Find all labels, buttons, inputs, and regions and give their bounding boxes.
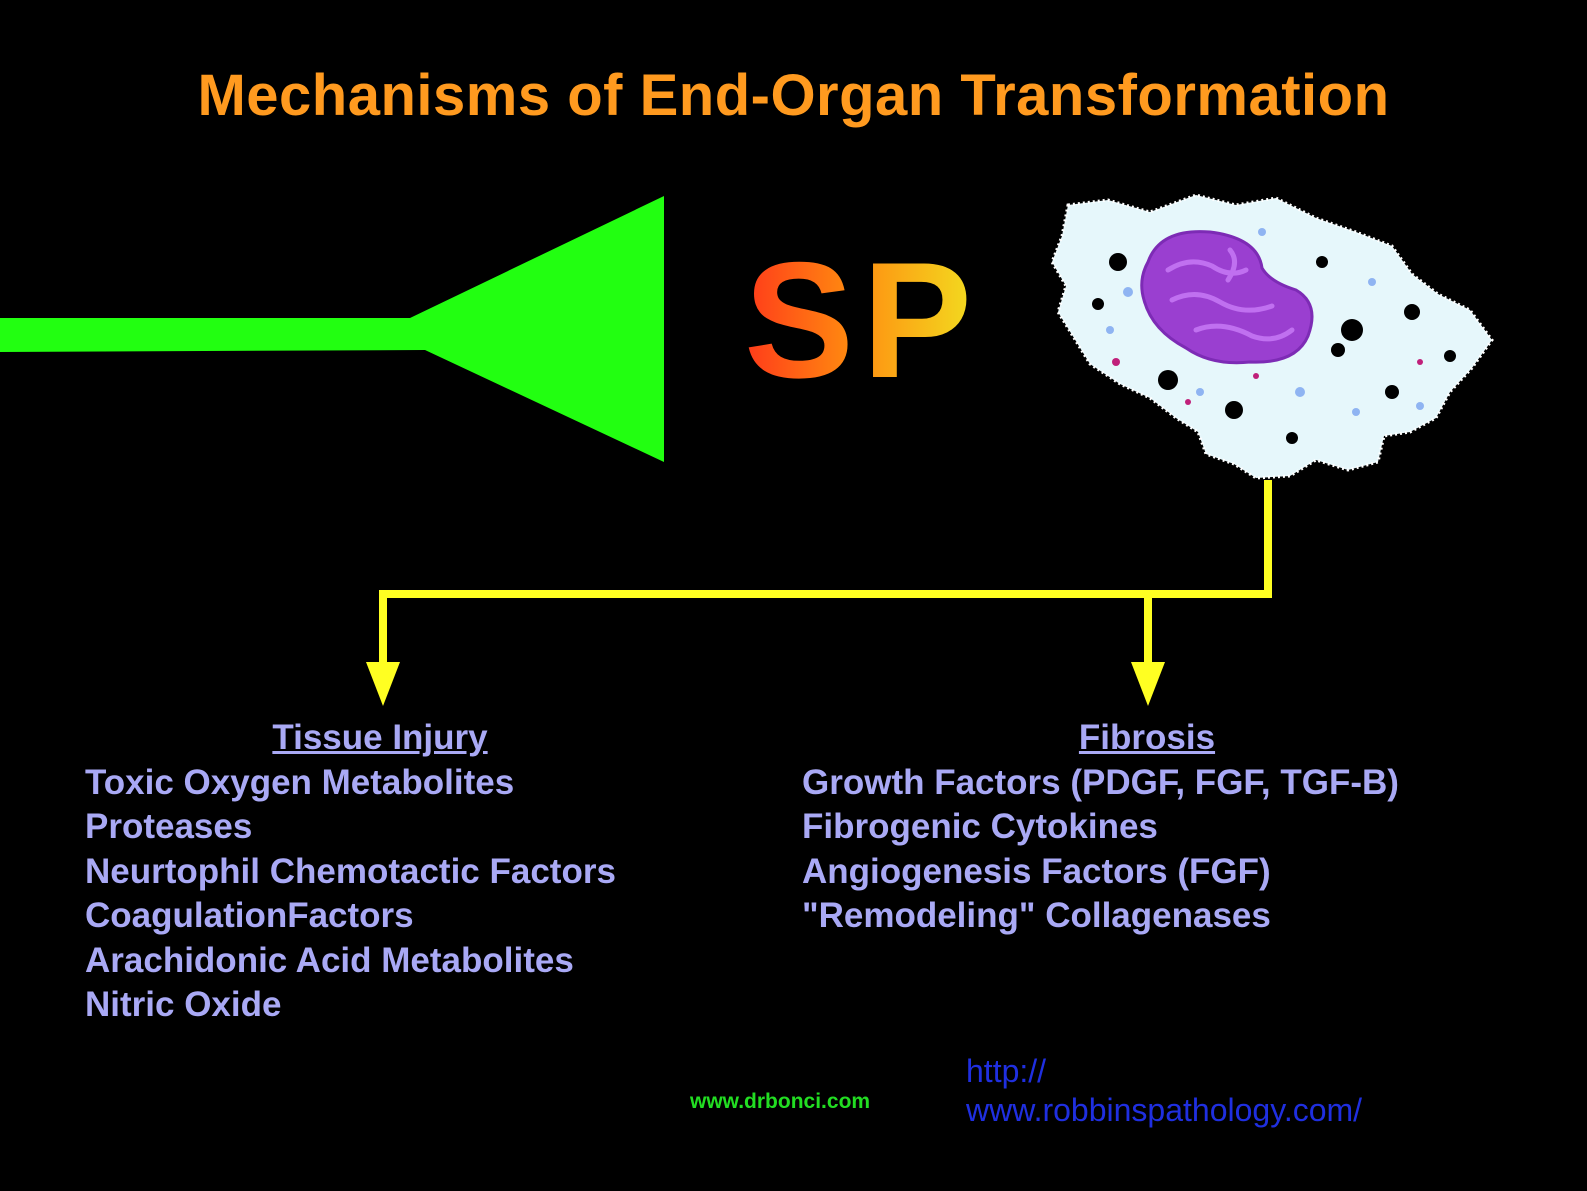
cell-granule [1123, 287, 1133, 297]
cell-vacuole [1225, 401, 1243, 419]
cell-granule [1352, 408, 1360, 416]
source-link-line2[interactable]: www.robbinspathology.com/ [966, 1092, 1363, 1128]
site-credit: www.drbonci.com [690, 1090, 871, 1113]
fibrosis-heading: Fibrosis [1078, 718, 1216, 757]
list-item: Nitric Oxide [85, 985, 282, 1024]
cell-granule [1196, 388, 1204, 396]
cell-vacuole [1331, 343, 1345, 357]
cell-granule [1417, 359, 1423, 365]
source-link-line1[interactable]: http:// [966, 1053, 1047, 1089]
cell-vacuole [1286, 432, 1298, 444]
cell-vacuole [1385, 385, 1399, 399]
cell-vacuole [1341, 319, 1363, 341]
cell-vacuole [1444, 350, 1456, 362]
cell-granule [1253, 373, 1259, 379]
cell-granule [1185, 399, 1191, 405]
macrophage-cell-illustration [1050, 193, 1494, 480]
arrowhead-right [1131, 662, 1165, 706]
nucleus-chromatin [1165, 247, 1295, 342]
sp-label: SP [744, 228, 980, 412]
cell-granule [1368, 278, 1376, 286]
branch-connector [379, 480, 1272, 662]
list-item: Neurtophil Chemotactic Factors [85, 851, 616, 891]
cell-vacuole [1158, 370, 1178, 390]
cell-granule [1106, 326, 1114, 334]
tissue-injury-column: Tissue Injury Toxic Oxygen Metabolites P… [85, 716, 675, 1028]
cell-vacuole [1316, 256, 1328, 268]
arrowhead-left [366, 662, 400, 706]
list-item: "Remodeling" Collagenases [802, 896, 1271, 935]
slide-title: Mechanisms of End-Organ Transformation [197, 63, 1390, 128]
list-item: Fibrogenic Cytokines [802, 807, 1158, 846]
source-link[interactable]: http:// www.robbinspathology.com/ [966, 1052, 1362, 1130]
list-item: Proteases [85, 807, 253, 846]
list-item: Angiogenesis Factors (FGF) [802, 851, 1271, 891]
fibrosis-column: Fibrosis Growth Factors (PDGF, FGF, TGF-… [802, 716, 1492, 939]
cell-vacuole [1092, 298, 1104, 310]
nerve-terminal-shape [0, 196, 664, 462]
list-item: Toxic Oxygen Metabolites [85, 762, 515, 802]
cell-granule [1416, 402, 1424, 410]
cell-granule [1258, 228, 1266, 236]
cell-granule [1112, 358, 1120, 366]
list-item: Growth Factors (PDGF, FGF, TGF-B) [802, 762, 1399, 802]
list-item: CoagulationFactors [85, 896, 414, 935]
cell-granule [1295, 387, 1305, 397]
cell-vacuole [1109, 253, 1127, 271]
cell-vacuole [1404, 304, 1420, 320]
tissue-injury-heading: Tissue Injury [272, 718, 488, 757]
list-item: Arachidonic Acid Metabolites [85, 940, 574, 980]
